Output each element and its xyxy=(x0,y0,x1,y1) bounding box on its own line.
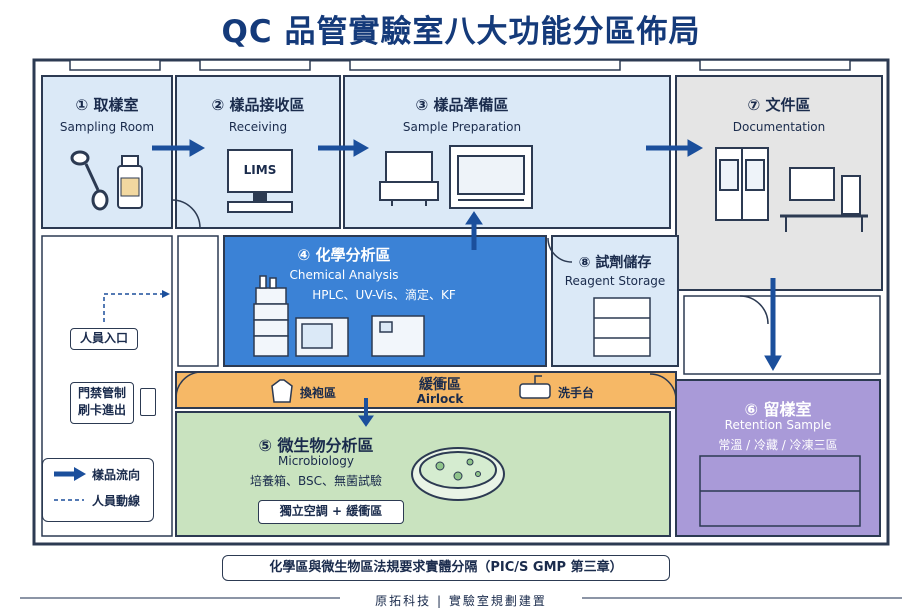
legend-personnel-flow: 人員動線 xyxy=(92,494,141,508)
uv-vis-icon xyxy=(295,317,349,357)
petri-dish-icon xyxy=(411,447,505,501)
bottle-icon xyxy=(117,155,143,209)
monitor-icon xyxy=(227,149,293,213)
legend-box xyxy=(42,458,154,522)
room-receiving-sub: Receiving xyxy=(228,120,288,134)
fume-hood-icon xyxy=(449,145,533,209)
footer: 原拓科技 | 實驗室規劃建置 xyxy=(375,594,547,608)
sample-flow-arrows xyxy=(152,139,782,427)
access-control-line-2: 刷卡進出 xyxy=(77,403,126,417)
gowning-label: 換袍區 xyxy=(300,386,337,400)
room-retention-name: ⑥ 留樣室 xyxy=(744,400,812,419)
airlock-name: 緩衝區 xyxy=(419,377,461,393)
room-micro-name: ⑤ 微生物分析區 xyxy=(258,436,374,455)
titrator-icon xyxy=(371,315,425,357)
room-docs-name: ⑦ 文件區 xyxy=(747,96,811,114)
room-retention-sub: Retention Sample xyxy=(724,418,832,432)
regulation-note: 化學區與微生物區法規要求實體分隔（PIC/S GMP 第三章） xyxy=(222,555,670,581)
room-receiving-name: ② 樣品接收區 xyxy=(211,96,305,114)
personnel-entry-tag: 人員入口 xyxy=(70,328,138,350)
sink-label: 洗手台 xyxy=(558,386,595,400)
access-control-line-1: 門禁管制 xyxy=(77,386,126,400)
hvac-badge: 獨立空調 + 緩衝區 xyxy=(258,500,404,524)
room-docs-sub: Documentation xyxy=(732,120,826,134)
sink-icon xyxy=(519,375,551,399)
room-micro-equipment: 培養箱、BSC、無菌試驗 xyxy=(249,474,383,488)
room-chemical-name: ④ 化學分析區 xyxy=(297,246,391,264)
cabinet-icon xyxy=(715,147,769,221)
room-sampling-name: ① 取樣室 xyxy=(75,96,139,114)
room-retention-conditions: 常溫 / 冷藏 / 冷凍三區 xyxy=(718,438,838,452)
retention-shelf-icon xyxy=(699,455,861,527)
room-reagent-sub: Reagent Storage xyxy=(564,274,666,288)
page-title: QC 品管實驗室八大功能分區佈局 xyxy=(221,14,701,50)
room-prep-sub: Sample Preparation xyxy=(402,120,522,134)
reagent-cabinet-icon xyxy=(593,297,651,357)
room-micro-sub: Microbiology xyxy=(278,454,354,468)
hplc-icon xyxy=(253,275,289,357)
airlock-sub: Airlock xyxy=(416,392,464,406)
room-prep-name: ③ 樣品準備區 xyxy=(415,96,509,114)
room-retention xyxy=(675,379,881,537)
workstation-icon xyxy=(780,167,868,232)
spoon-icon xyxy=(70,150,109,211)
room-airlock xyxy=(175,371,677,409)
access-control-tag: 門禁管制 刷卡進出 xyxy=(70,382,134,424)
legend-sample-flow: 樣品流向 xyxy=(92,468,141,482)
room-reagent-name: ⑧ 試劑儲存 xyxy=(578,255,652,271)
room-chemical-methods: HPLC、UV-Vis、滴定、KF xyxy=(312,288,456,302)
gown-icon xyxy=(271,379,293,403)
room-chemical-sub: Chemical Analysis xyxy=(289,268,399,282)
card-reader-icon xyxy=(140,388,156,416)
balance-icon xyxy=(379,151,439,206)
personnel-flow xyxy=(103,293,164,322)
lims-label: LIMS xyxy=(243,163,277,177)
room-sampling-sub: Sampling Room xyxy=(59,120,155,134)
